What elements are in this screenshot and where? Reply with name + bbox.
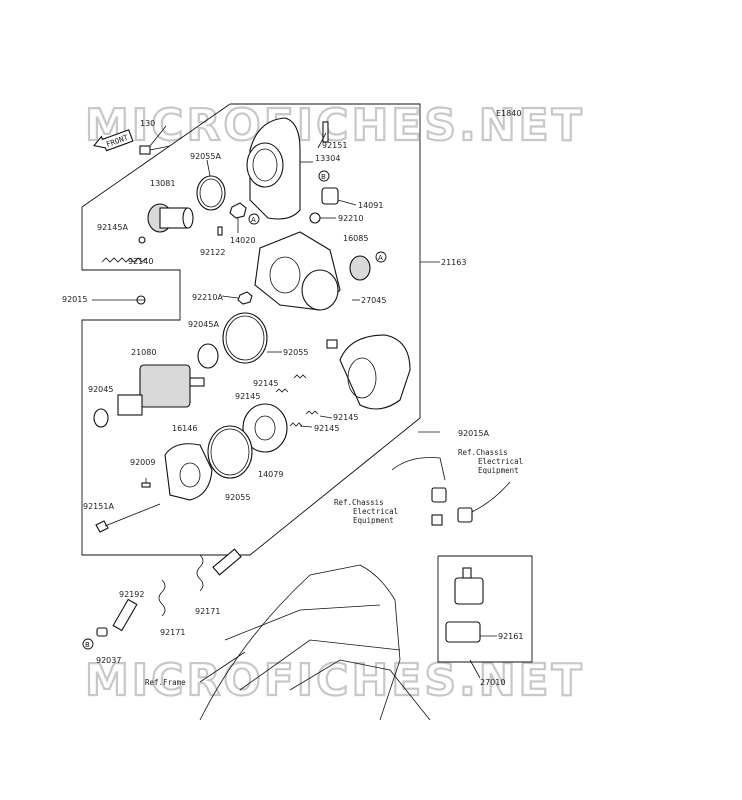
callout-b-2: B [82,638,94,650]
label-92015a: 92015A [458,429,489,438]
ref-chassis-2-line2: Electrical [353,507,398,516]
label-92015: 92015 [62,295,87,304]
yoke-assembly [326,334,411,410]
label-92055-bot: 92055 [225,493,250,502]
label-92145-3: 92145 [333,413,358,422]
label-92145a: 92145A [97,223,128,232]
vehicle-frame [199,564,431,721]
label-92037: 92037 [96,656,121,665]
spring-92145-2 [275,388,289,393]
leader-lines [92,125,497,683]
label-21163: 21163 [441,258,466,267]
label-16146: 16146 [172,424,197,433]
nut-92210a [237,291,253,305]
callout-a-2: A [375,251,387,263]
label-13081: 13081 [150,179,175,188]
armature-21080 [117,364,205,416]
label-92045a: 92045A [188,320,219,329]
label-14079: 14079 [258,470,283,479]
callout-b: B [318,170,330,182]
screw-92009 [141,482,151,488]
pin-92122 [217,226,223,236]
o-ring-92055-mid [222,312,268,364]
label-92140: 92140 [128,257,153,266]
bolt-92151a [95,503,161,533]
relay-27010 [445,567,484,643]
label-21080: 21080 [131,348,156,357]
label-27045: 27045 [361,296,386,305]
label-92151: 92151 [322,141,347,150]
pinion-gear-13081 [147,203,194,233]
label-92145-4: 92145 [314,424,339,433]
label-92055a: 92055A [190,152,221,161]
housing-13304 [246,117,329,220]
o-ring-92055a [196,175,226,211]
label-14091: 14091 [358,201,383,210]
label-92009: 92009 [130,458,155,467]
callout-a-1: A [248,213,260,225]
ref-chassis-2-line1: Ref.Chassis [334,498,384,507]
nut-92210-top [309,212,321,224]
washer-92140 [138,236,146,244]
o-ring-92055-bot [207,425,253,479]
label-92210a: 92210A [192,293,223,302]
clip-92171-1 [158,579,166,617]
bolt-130 [139,145,171,155]
clip-92171-2 [196,554,204,592]
spring-92145-4 [289,422,303,427]
svg-text:A: A [251,216,256,224]
bearing-16085 [349,255,371,281]
assembly-frame [81,103,421,556]
label-92145-1: 92145 [253,379,278,388]
label-92192: 92192 [119,590,144,599]
spring-92145-1 [293,374,307,379]
label-92171-1: 92171 [160,628,185,637]
label-92151a: 92151A [83,502,114,511]
label-13304: 13304 [315,154,340,163]
cable-assembly [391,457,511,526]
label-92055-mid: 92055 [283,348,308,357]
cap-14091 [321,187,339,205]
brush-holder-14079 [242,403,288,453]
ref-chassis-1-line3: Equipment [478,466,519,475]
subassembly-frame [437,555,533,663]
watermark-top: MICROFICHES.NET [85,100,585,151]
bearing-92045a [197,343,219,369]
label-130: 130 [140,119,155,128]
svg-text:B: B [85,641,90,649]
label-92045: 92045 [88,385,113,394]
end-cover-16146 [164,443,213,501]
label-16085: 16085 [343,234,368,243]
bolt-92037 [96,627,108,637]
ref-chassis-1-line2: Electrical [478,457,523,466]
watermark-bottom: MICROFICHES.NET [85,655,585,706]
svg-text:A: A [378,254,383,262]
label-92210-top: 92210 [338,214,363,223]
label-92161: 92161 [498,632,523,641]
svg-text:B: B [321,173,326,181]
label-92122: 92122 [200,248,225,257]
label-27010: 27010 [480,678,505,687]
label-92145-2: 92145 [235,392,260,401]
gear-case-27045 [254,231,341,311]
ref-chassis-2-line3: Equipment [353,516,394,525]
front-arrow-icon: FRONT [93,129,134,152]
bearing-92045 [93,408,109,428]
label-92171-2: 92171 [195,607,220,616]
nut-14020 [229,202,247,219]
ref-chassis-1-line1: Ref.Chassis [458,448,508,457]
pin-92192 [112,598,138,632]
ref-frame: Ref.Frame [145,678,186,687]
spring-92145a [101,257,147,263]
diagram-code: E1840 [496,109,521,118]
label-14020: 14020 [230,236,255,245]
rod-upper [212,548,242,576]
spring-92145-3 [305,410,319,415]
